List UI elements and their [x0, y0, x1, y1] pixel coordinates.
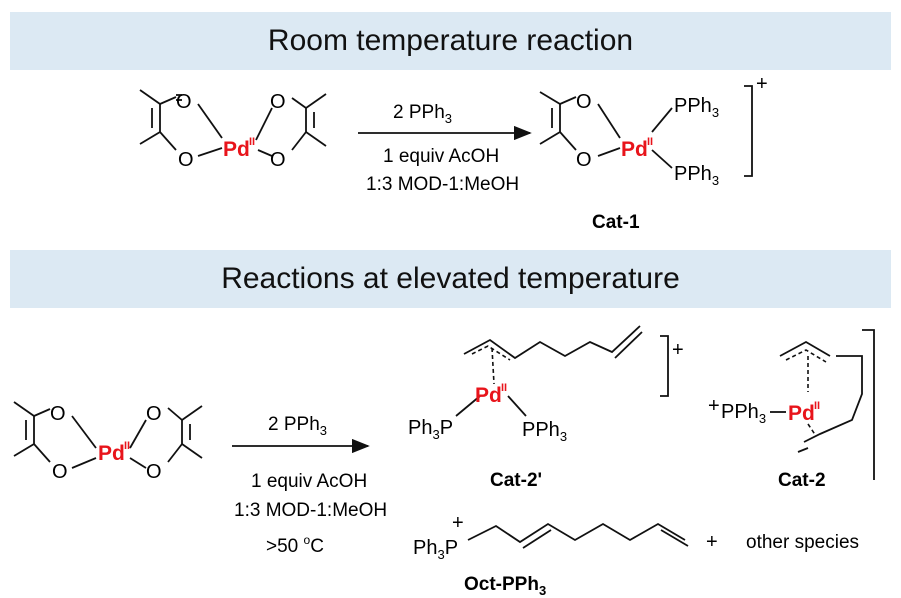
oxygen-atom: O: [52, 461, 68, 483]
oct-pph3-label: Oct-PPh3: [464, 574, 546, 598]
cat-2-prime-label: Cat-2': [490, 470, 542, 491]
oxygen-atom: O: [270, 91, 286, 113]
condition-text: 1:3 MOD-1:MeOH: [366, 174, 519, 195]
oxidation-state: II: [501, 382, 507, 394]
oxygen-atom: O: [176, 91, 192, 113]
oxygen-atom: O: [270, 149, 286, 171]
section-banner-room-temp: Room temperature reaction: [10, 12, 891, 70]
cat-2-structure: Pd II PPh3: [721, 329, 875, 480]
cat-2-prime-structure: Pd II Ph3P PPh3 +: [408, 325, 684, 444]
oct-pph3-structure: Ph3P +: [413, 512, 689, 562]
oxygen-atom: O: [576, 149, 592, 171]
oxidation-state: II: [814, 400, 820, 412]
condition-text: 1:3 MOD-1:MeOH: [234, 500, 387, 521]
palladium-atom: Pd: [788, 402, 815, 425]
phosphonium-group: Ph3P: [413, 537, 458, 562]
pph3-ligand: Ph3P: [408, 417, 453, 442]
section-title: Room temperature reaction: [267, 24, 634, 57]
pd-acac2-reactant-1: O O O O Pd II: [139, 89, 327, 171]
condition-text: >50 oC: [266, 533, 324, 557]
oxidation-state: II: [647, 136, 653, 148]
section-title: Reactions at elevated temperature: [221, 262, 680, 295]
oxygen-atom: O: [50, 403, 66, 425]
oxygen-atom: O: [178, 149, 194, 171]
palladium-atom: Pd: [98, 442, 125, 465]
pd-acac2-reactant-2: O O O O Pd II: [13, 401, 203, 483]
other-species-text: other species: [746, 532, 859, 553]
charge-label: +: [452, 512, 464, 534]
reagent-text: 2 PPh3: [268, 414, 327, 438]
reagent-text: 2 PPh3: [393, 102, 452, 126]
pph3-ligand: PPh3: [721, 401, 766, 426]
oxidation-state: II: [124, 440, 130, 452]
section-banner-elevated-temp: Reactions at elevated temperature: [10, 250, 891, 308]
cat-1-label: Cat-1: [592, 212, 640, 233]
plus-sign: +: [708, 395, 720, 417]
pph3-ligand: PPh3: [674, 95, 719, 120]
charge-label: +: [672, 339, 684, 361]
cat-2-label: Cat-2: [778, 470, 826, 491]
condition-text: 1 equiv AcOH: [383, 146, 499, 167]
oxygen-atom: O: [576, 91, 592, 113]
charge-label: +: [756, 73, 768, 95]
cat-1-structure: O O Pd II PPh3 PPh3 +: [539, 73, 768, 188]
pph3-ligand: PPh3: [674, 163, 719, 188]
oxygen-atom: O: [146, 403, 162, 425]
palladium-atom: Pd: [223, 138, 250, 161]
palladium-atom: Pd: [621, 138, 648, 161]
pph3-ligand: PPh3: [522, 419, 567, 444]
oxidation-state: II: [249, 136, 255, 148]
condition-text: 1 equiv AcOH: [251, 471, 367, 492]
oxygen-atom: O: [146, 461, 162, 483]
plus-sign: +: [706, 531, 718, 553]
palladium-atom: Pd: [475, 384, 502, 407]
